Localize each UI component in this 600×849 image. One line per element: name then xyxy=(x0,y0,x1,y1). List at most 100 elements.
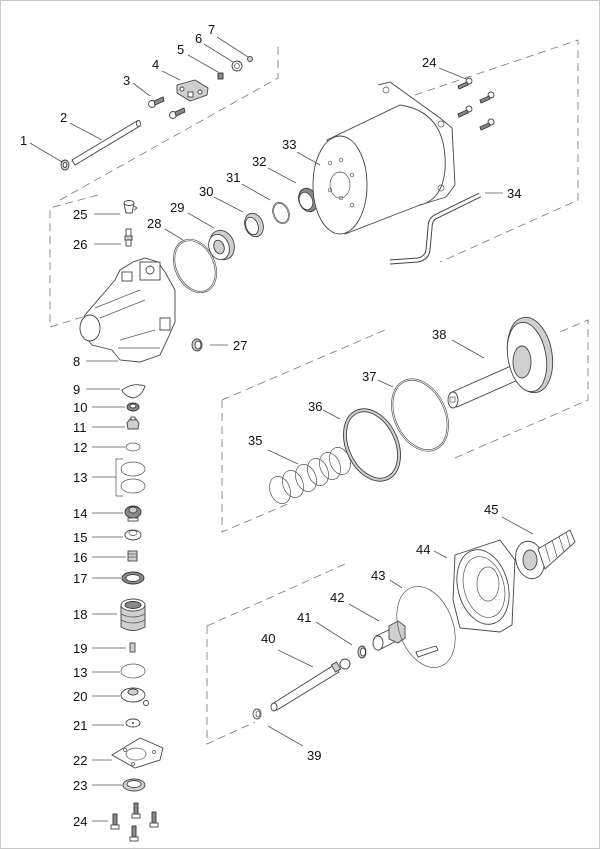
part-43-clamp[interactable] xyxy=(386,578,465,675)
part-18-cylinder[interactable] xyxy=(120,598,146,631)
callout-c36: 36 xyxy=(308,399,322,414)
part-30-seal[interactable] xyxy=(241,211,266,240)
part-32-seal[interactable] xyxy=(295,186,320,215)
part-26-nipple[interactable] xyxy=(124,228,133,247)
part-28-oring[interactable] xyxy=(165,232,225,300)
part-11-valve[interactable] xyxy=(126,416,140,430)
part-12-oring[interactable] xyxy=(125,442,141,452)
part-22-plate[interactable] xyxy=(111,737,164,769)
leader-line-c39 xyxy=(267,725,304,747)
leader-line-c44 xyxy=(433,550,448,559)
part-27-ring[interactable] xyxy=(191,338,203,352)
callout-c22: 22 xyxy=(73,753,87,768)
part-34-bent-rod[interactable] xyxy=(389,192,482,265)
callout-c30: 30 xyxy=(199,184,213,199)
part-35-spring[interactable] xyxy=(266,444,354,506)
part-13-oring-lower[interactable] xyxy=(120,663,146,679)
part-29-bearing[interactable] xyxy=(205,227,238,263)
callout-c4: 4 xyxy=(152,57,159,72)
leader-line-c42 xyxy=(348,603,380,622)
part-10-valve-seat[interactable] xyxy=(126,402,140,412)
callout-c32: 32 xyxy=(252,154,266,169)
callout-c28: 28 xyxy=(147,216,161,231)
part-24-motor-screws[interactable] xyxy=(457,77,495,131)
leader-line-c45 xyxy=(501,516,534,535)
callout-c33: 33 xyxy=(282,137,296,152)
callout-c29: 29 xyxy=(170,200,184,215)
callout-c25: 25 xyxy=(73,207,87,222)
callout-c38: 38 xyxy=(432,327,446,342)
leader-line-c3 xyxy=(132,82,151,97)
part-33-motor-can[interactable] xyxy=(312,81,456,235)
leader-line-c1 xyxy=(29,142,63,163)
leader-line-c2 xyxy=(69,122,103,141)
boundary-shaft xyxy=(206,563,346,745)
callout-c8: 8 xyxy=(73,354,80,369)
part-3-screws[interactable] xyxy=(148,96,186,119)
callout-c39: 39 xyxy=(307,748,321,763)
callout-c26: 26 xyxy=(73,237,87,252)
group-boundaries xyxy=(49,39,589,745)
part-36-ring[interactable] xyxy=(332,400,411,491)
part-20-valve-cap[interactable] xyxy=(120,687,149,706)
part-17-seal[interactable] xyxy=(121,571,145,585)
boundary-housing xyxy=(49,194,106,328)
callout-layer: 1234567891011121314151617181913202122232… xyxy=(20,22,534,829)
leader-line-c7 xyxy=(216,36,249,58)
callout-c10: 10 xyxy=(73,400,87,415)
leader-line-c35 xyxy=(267,449,299,465)
part-38-rotor-shaft[interactable] xyxy=(447,314,558,409)
part-19-pin[interactable] xyxy=(129,642,136,653)
callout-c14: 14 xyxy=(73,506,87,521)
callout-c13a: 13 xyxy=(73,470,87,485)
part-45-spring-cone[interactable] xyxy=(512,529,576,582)
part-4-bracket[interactable] xyxy=(176,79,209,102)
boundary-top-left xyxy=(59,43,279,201)
leader-line-c28 xyxy=(164,228,184,241)
callout-c18: 18 xyxy=(73,607,87,622)
callout-c40: 40 xyxy=(261,631,275,646)
part-9-gasket[interactable] xyxy=(121,384,146,399)
part-25-fitting[interactable] xyxy=(123,200,138,214)
part-23-cover[interactable] xyxy=(122,778,146,792)
part-13-orings[interactable] xyxy=(115,458,146,497)
callout-c34: 34 xyxy=(507,186,521,201)
leader-line-c4 xyxy=(161,70,181,81)
callout-c44: 44 xyxy=(416,542,430,557)
part-6-washer[interactable] xyxy=(231,60,243,72)
part-44-diaphragm-plate[interactable] xyxy=(449,539,517,633)
part-21-disk[interactable] xyxy=(125,718,141,728)
leader-line-c37 xyxy=(377,379,394,388)
part-7-small-washer[interactable] xyxy=(247,56,253,62)
part-24-bottom-screws[interactable] xyxy=(110,802,159,842)
callout-c2: 2 xyxy=(60,110,67,125)
part-39-clip[interactable] xyxy=(252,708,262,720)
part-8-housing[interactable] xyxy=(79,257,176,363)
part-15-cup[interactable] xyxy=(124,529,142,541)
callout-c11: 11 xyxy=(73,420,87,435)
leader-line-c36 xyxy=(322,409,341,420)
callout-c41: 41 xyxy=(297,610,311,625)
callout-c7: 7 xyxy=(208,22,215,37)
part-14-valve-body[interactable] xyxy=(124,505,142,522)
callout-c12: 12 xyxy=(73,440,87,455)
callout-c20: 20 xyxy=(73,689,87,704)
part-2-rod[interactable] xyxy=(71,120,141,166)
leader-line-c5 xyxy=(187,54,219,73)
part-37-snap-ring[interactable] xyxy=(380,370,459,461)
part-5-nut[interactable] xyxy=(217,72,224,80)
part-1-washer[interactable] xyxy=(60,159,70,171)
part-16-spring[interactable] xyxy=(127,550,138,562)
part-41-washer[interactable] xyxy=(357,645,367,659)
callout-c9: 9 xyxy=(73,382,80,397)
callout-c1: 1 xyxy=(20,133,27,148)
part-40-pin-shaft[interactable] xyxy=(270,658,351,712)
callout-c45: 45 xyxy=(484,502,498,517)
leader-line-c24b xyxy=(438,67,467,80)
callout-c43: 43 xyxy=(371,568,385,583)
callout-c24a: 24 xyxy=(73,814,87,829)
leader-line-c41 xyxy=(315,621,353,646)
part-31-ring[interactable] xyxy=(270,200,293,226)
callout-c13b: 13 xyxy=(73,665,87,680)
